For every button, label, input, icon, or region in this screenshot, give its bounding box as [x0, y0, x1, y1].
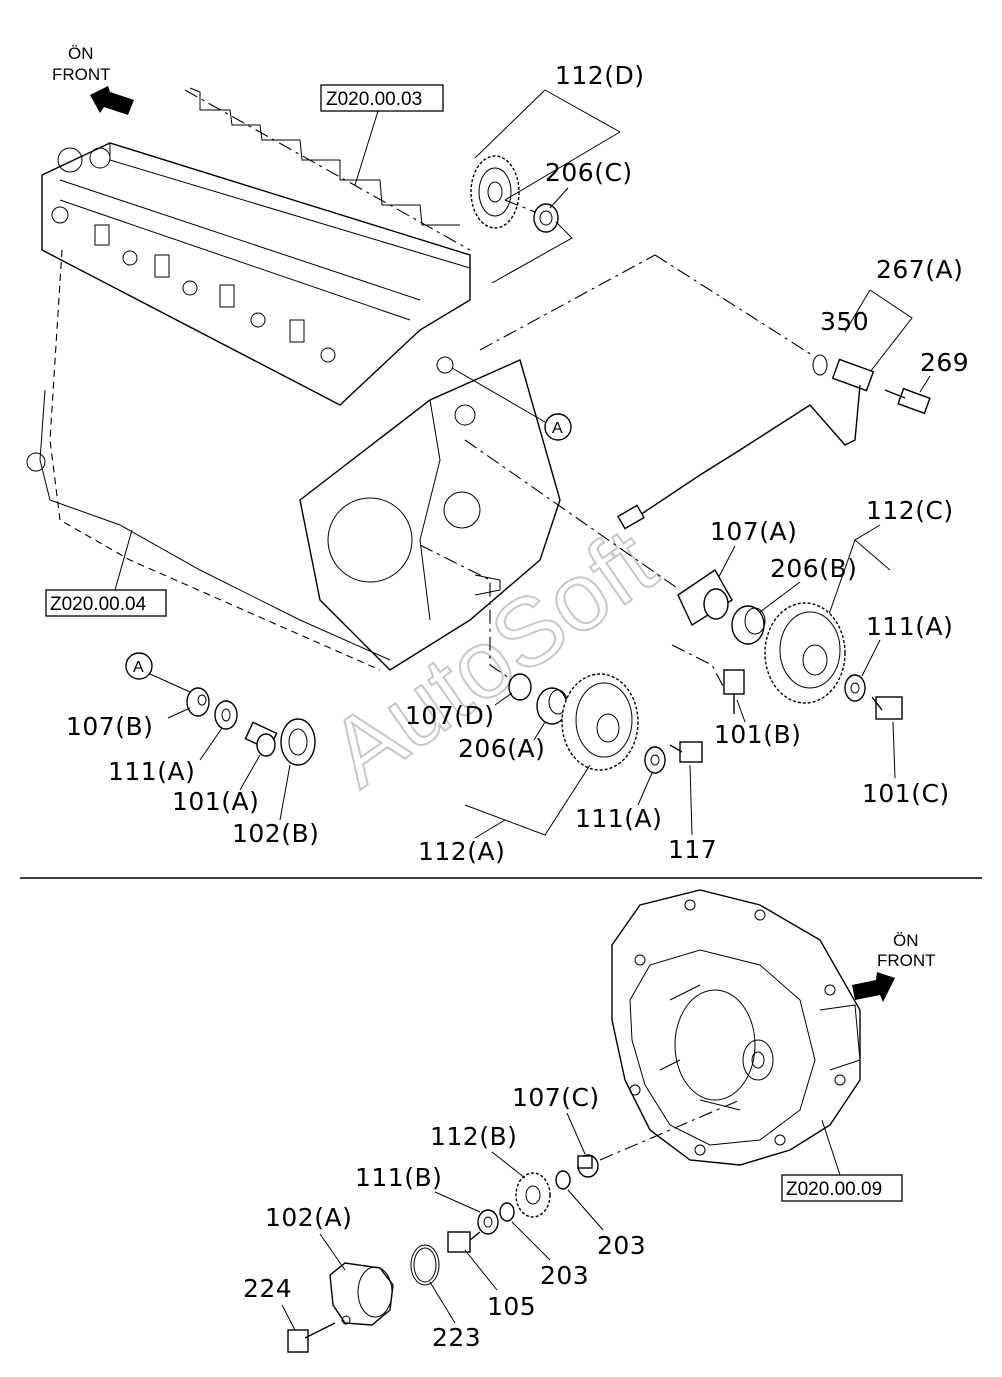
shaft-107b — [186, 687, 210, 717]
bolt-117 — [669, 741, 703, 763]
label-206b: 206(B) — [770, 554, 857, 583]
bolt-105 — [447, 1231, 481, 1253]
o-ring-350 — [812, 354, 828, 376]
ref-box-flywheel-housing-label: Z020.00.09 — [786, 1179, 882, 1200]
label-206a: 206(A) — [458, 734, 545, 763]
front-marker-top: ÖN FRONT — [52, 44, 134, 115]
bolt-269 — [884, 387, 931, 415]
label-112a: 112(A) — [418, 837, 505, 866]
washer-111b — [477, 1209, 499, 1235]
gear-112b — [515, 1172, 551, 1218]
bolt-101a — [244, 721, 278, 757]
label-101c: 101(C) — [862, 779, 950, 808]
bolt-101b — [723, 669, 745, 714]
ref-box-flywheel-housing[interactable]: Z020.00.09 — [781, 1174, 903, 1202]
circle-marker-a-upper: A — [544, 413, 572, 441]
label-203-lower: 203 — [540, 1261, 589, 1290]
front-marker-line2: FRONT — [52, 65, 111, 84]
label-269: 269 — [920, 348, 969, 377]
circle-marker-a-upper-label: A — [552, 420, 563, 437]
label-105: 105 — [487, 1292, 536, 1321]
speed-sensor-267a — [617, 358, 875, 530]
o-ring-223 — [410, 1244, 440, 1286]
ref-box-cylinder-block[interactable]: Z020.00.04 — [45, 589, 167, 617]
label-107c: 107(C) — [512, 1083, 600, 1112]
label-111a-left: 111(A) — [108, 757, 195, 786]
front-marker-bottom: ÖN FRONT — [852, 931, 936, 1002]
label-107d: 107(D) — [405, 701, 494, 730]
shaft-107c — [577, 1154, 599, 1178]
front-marker-bottom-line1: ÖN — [893, 931, 919, 950]
shaft-107a — [677, 568, 733, 627]
label-102b: 102(B) — [232, 819, 319, 848]
front-marker-bottom-line2: FRONT — [877, 951, 936, 970]
label-101b: 101(B) — [714, 720, 801, 749]
ref-box-cylinder-head[interactable]: Z020.00.03 — [320, 84, 444, 112]
bolt-101c — [871, 696, 903, 720]
label-223: 223 — [432, 1323, 481, 1352]
gear-112a — [561, 673, 639, 771]
label-101a: 101(A) — [172, 787, 259, 816]
bearing-102b — [280, 718, 316, 766]
washer-111a-right — [844, 674, 866, 702]
cylinder-head-illustration — [41, 87, 561, 671]
washer-203-lower — [499, 1202, 515, 1222]
ref-box-cylinder-block-label: Z020.00.04 — [50, 594, 147, 615]
label-350: 350 — [820, 307, 869, 336]
washer-111a-left — [214, 700, 238, 730]
label-112c: 112(C) — [866, 496, 954, 525]
label-206c: 206(C) — [545, 158, 633, 187]
circle-marker-a-lower: A — [125, 652, 153, 680]
label-203-upper: 203 — [597, 1231, 646, 1260]
label-111b: 111(B) — [355, 1163, 442, 1192]
label-112d: 112(D) — [555, 61, 644, 90]
bolt-224 — [287, 1322, 336, 1353]
front-arrow-icon — [90, 86, 134, 115]
label-224: 224 — [243, 1274, 292, 1303]
flywheel-housing-illustration — [611, 889, 861, 1166]
circle-marker-a-lower-label: A — [133, 659, 144, 676]
gear-112d — [470, 155, 520, 229]
front-arrow-bottom-icon — [852, 972, 895, 1002]
cylinder-block-illustration — [26, 249, 391, 671]
label-267a: 267(A) — [876, 255, 963, 284]
shaft-107d — [508, 673, 532, 701]
washer-111a-mid — [644, 746, 666, 774]
label-107b: 107(B) — [66, 712, 153, 741]
ref-box-cylinder-head-label: Z020.00.03 — [326, 89, 422, 110]
label-102a: 102(A) — [265, 1203, 352, 1232]
label-111a-right: 111(A) — [866, 612, 953, 641]
label-112b: 112(B) — [430, 1122, 517, 1151]
label-107a: 107(A) — [710, 517, 797, 546]
gear-112c — [764, 602, 846, 704]
front-marker-line1: ÖN — [68, 44, 94, 63]
bushing-206c — [533, 203, 559, 233]
washer-203-upper — [555, 1170, 571, 1190]
bushing-206b — [731, 605, 766, 645]
label-117: 117 — [668, 835, 717, 864]
cover-102a — [329, 1262, 394, 1326]
label-111a-mid: 111(A) — [575, 804, 662, 833]
